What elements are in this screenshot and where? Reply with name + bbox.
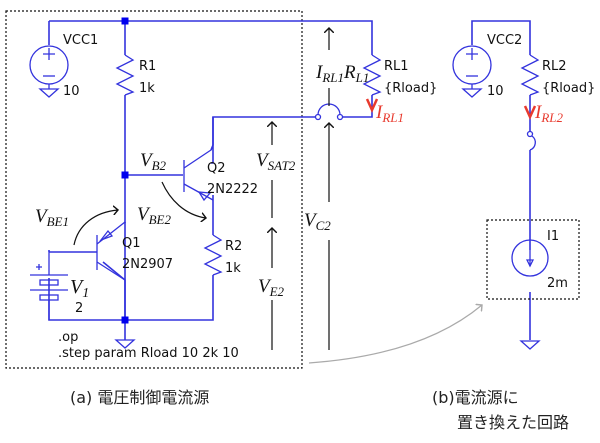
v1-name: V1 [70,276,89,301]
circuit-a-wires [48,20,373,340]
vcc2-voltage-source [452,45,492,98]
vc2-label: VC2 [304,210,331,233]
vbe1-arrow [73,210,118,246]
current-source-boundary [486,219,580,300]
junction-node [121,17,129,25]
directive-op: .op [58,330,78,345]
vcc1-voltage-source [29,45,69,98]
vcc2-value: 10 [487,84,504,99]
vbe2-label: VBE2 [137,204,171,227]
circuit-b-wires [471,20,531,340]
caption-b-line1: (b)電流源に [432,388,519,407]
vsat2-label: VSAT2 [256,150,296,173]
circuit-a-boundary [5,10,303,369]
ve2-label: VE2 [258,276,285,299]
irl1-rl1-label: IRL1RL1 [315,62,369,85]
i1-current-source [511,239,549,277]
rl2-name: RL2 [542,59,567,74]
vbe1-label: VBE1 [35,206,69,229]
caption-b-line2: 置き換えた回路 [457,413,569,432]
irl1-label: IRL1 [375,102,404,125]
rl1-value: {Rload} [384,81,437,96]
irl1-arrow-icon [365,98,379,114]
wire-crossover [314,103,344,121]
ground-icon [114,339,136,349]
v1-battery [30,252,68,320]
r1-resistor [115,54,135,96]
r2-resistor [203,234,223,276]
i1-value: 2m [547,276,568,291]
vbe2-arrow [161,181,206,218]
vcc1-value: 10 [63,84,80,99]
rl2-value: {Rload} [542,81,595,96]
r1-value: 1k [139,81,155,96]
replacement-arrow [308,305,482,364]
ground-icon [519,340,541,350]
rl1-name: RL1 [384,59,409,74]
i1-name: I1 [547,229,559,244]
v1-value: 2 [75,301,83,316]
irl2-arrow-icon [523,105,537,121]
r2-name: R2 [225,239,242,254]
irl2-label: IRL2 [534,102,563,125]
vb2-label: VB2 [140,150,167,173]
rl1-resistor [362,54,382,96]
q2-model: 2N2222 [207,182,258,197]
q1-model: 2N2907 [122,257,173,272]
caption-a: (a) 電圧制御電流源 [70,388,209,407]
q2-name: Q2 [207,161,226,176]
rl2-resistor [520,54,540,96]
r1-name: R1 [139,59,156,74]
vcc1-name: VCC1 [63,33,98,48]
junction-node [121,316,129,324]
r2-value: 1k [225,261,241,276]
vcc2-name: VCC2 [487,33,522,48]
directive-step: .step param Rload 10 2k 10 [58,346,239,361]
junction-node [121,171,129,179]
wire-crossover-b [526,130,536,151]
q1-transistor [96,221,126,281]
q1-name: Q1 [122,236,141,251]
